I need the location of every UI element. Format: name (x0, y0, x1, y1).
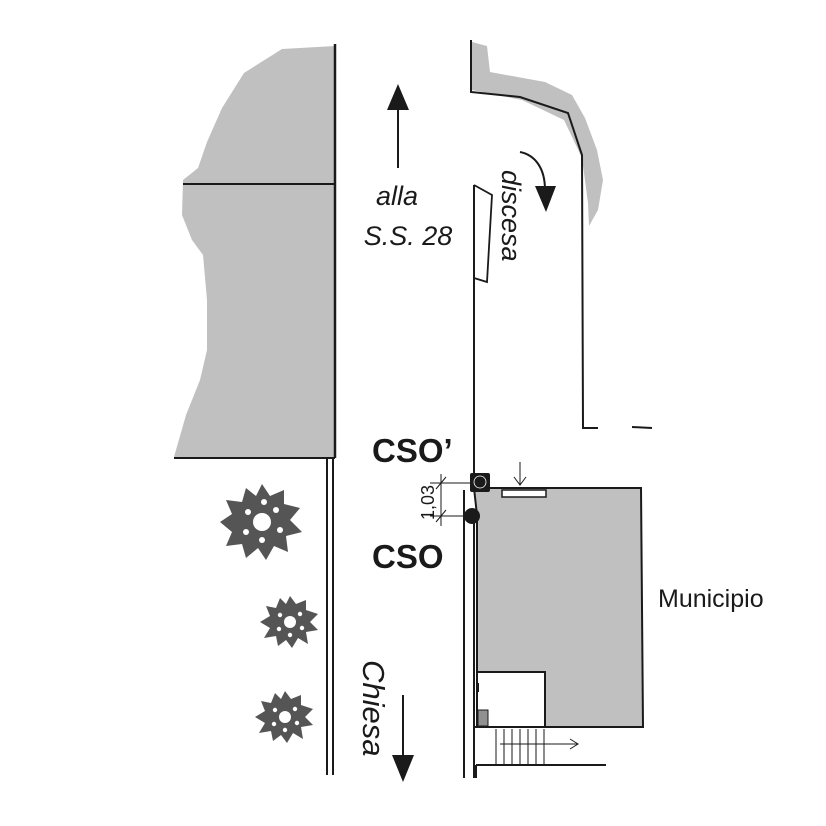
distance-label: 1,03 (418, 485, 438, 520)
municipio-building (472, 487, 645, 728)
tree-icon (220, 484, 302, 560)
road-edges (326, 44, 475, 778)
top-right-area (470, 40, 653, 429)
curved-arrow-icon (519, 151, 556, 212)
point-upper-label: CSO’ (372, 432, 453, 469)
stairs (475, 729, 606, 778)
church-label: Chiesa (356, 660, 391, 757)
to-road-label-line1: alla (376, 181, 418, 211)
arrow-down-icon (392, 695, 414, 782)
town-hall-label: Municipio (658, 585, 764, 613)
tree-icon (255, 691, 313, 743)
arrow-up-icon (387, 84, 409, 168)
measurement-points (430, 462, 527, 526)
to-road-label-line2: S.S. 28 (364, 221, 453, 251)
tree-icon (260, 596, 318, 648)
downhill-label: discesa (496, 170, 526, 262)
point-lower-label: CSO (372, 538, 444, 575)
stairs-arrow-icon (500, 738, 579, 750)
left-grey-area (174, 46, 335, 459)
traffic-island (473, 184, 493, 284)
point-lower-marker (464, 508, 480, 524)
